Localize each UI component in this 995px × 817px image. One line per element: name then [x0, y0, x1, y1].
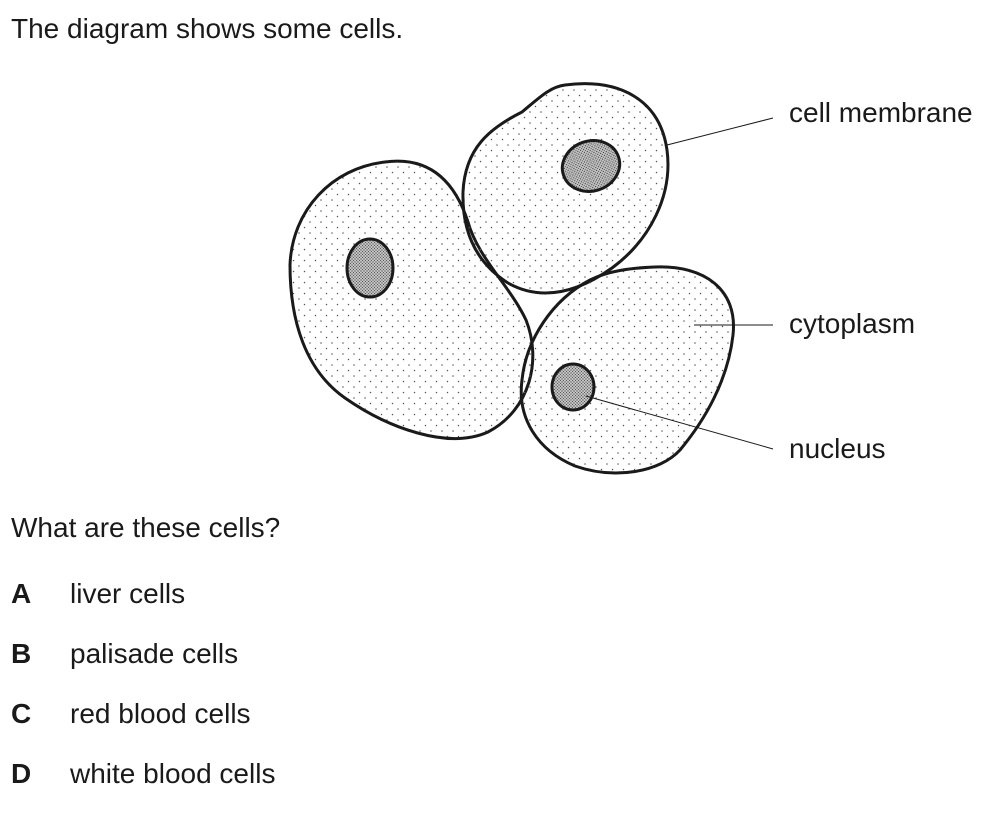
- label-cytoplasm: cytoplasm: [789, 308, 915, 339]
- option-a-text: liver cells: [70, 578, 186, 609]
- answer-options: A liver cells B palisade cells C red blo…: [11, 577, 275, 817]
- option-c-letter: C: [11, 698, 32, 729]
- option-a[interactable]: A liver cells: [11, 577, 275, 611]
- cell-top-membrane: [461, 82, 670, 295]
- question-intro: The diagram shows some cells.: [11, 13, 404, 44]
- cell-bottom: [519, 265, 735, 475]
- option-c-text: red blood cells: [70, 698, 251, 729]
- option-d-letter: D: [11, 758, 32, 789]
- option-b-letter: B: [11, 638, 32, 669]
- option-d-text: white blood cells: [70, 758, 276, 789]
- option-a-letter: A: [11, 578, 32, 609]
- leader-line-cell-membrane: [666, 117, 774, 146]
- cell-bottom-membrane: [519, 265, 735, 475]
- option-b-text: palisade cells: [70, 638, 239, 669]
- cell-left-nucleus: [345, 237, 395, 299]
- label-nucleus: nucleus: [789, 433, 886, 464]
- option-c[interactable]: C red blood cells: [11, 697, 275, 731]
- cell-top-nucleus: [560, 139, 622, 193]
- cells-diagram: cell membrane cytoplasm nucleus: [288, 82, 973, 475]
- cell-top: [461, 82, 670, 295]
- option-d[interactable]: D white blood cells: [11, 757, 275, 791]
- cell-bottom-nucleus: [550, 362, 596, 412]
- question-prompt: What are these cells?: [11, 512, 281, 543]
- leader-line-nucleus: [585, 395, 774, 450]
- label-cell-membrane: cell membrane: [789, 97, 973, 128]
- option-b[interactable]: B palisade cells: [11, 637, 275, 671]
